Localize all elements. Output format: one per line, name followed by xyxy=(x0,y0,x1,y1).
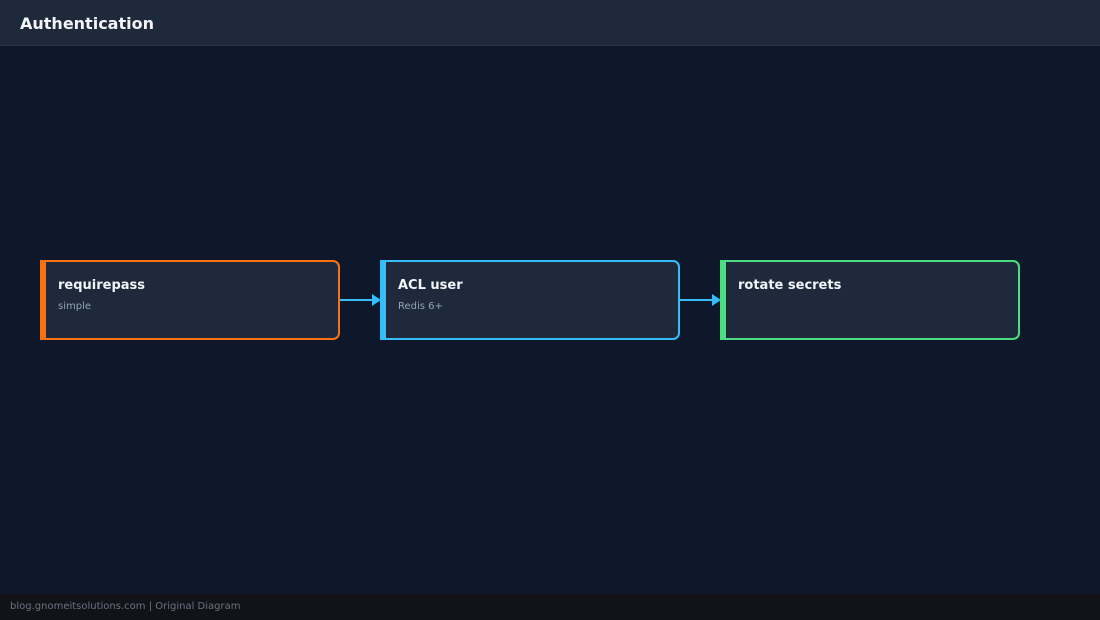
footer-bar: blog.gnomeitsolutions.com | Original Dia… xyxy=(0,594,1100,620)
node-title: requirepass xyxy=(58,278,146,293)
node-title: rotate secrets xyxy=(738,278,842,293)
node-subtitle: Redis 6+ xyxy=(398,301,443,312)
edge-requirepass-to-acl-user xyxy=(340,294,381,306)
header-bar: Authentication xyxy=(0,0,1100,46)
edge-acl-user-to-rotate-secrets xyxy=(680,294,721,306)
node-title: ACL user xyxy=(398,278,463,293)
footer-credit: blog.gnomeitsolutions.com | Original Dia… xyxy=(10,601,241,612)
node-subtitle: simple xyxy=(58,301,92,312)
arrowhead-icon xyxy=(712,294,721,306)
node-acl-user[interactable]: ACL user Redis 6+ xyxy=(380,260,680,340)
page-title: Authentication xyxy=(20,14,154,33)
node-requirepass[interactable]: requirepass simple xyxy=(40,260,340,340)
arrowhead-icon xyxy=(372,294,381,306)
node-rotate-secrets[interactable]: rotate secrets xyxy=(720,260,1020,340)
